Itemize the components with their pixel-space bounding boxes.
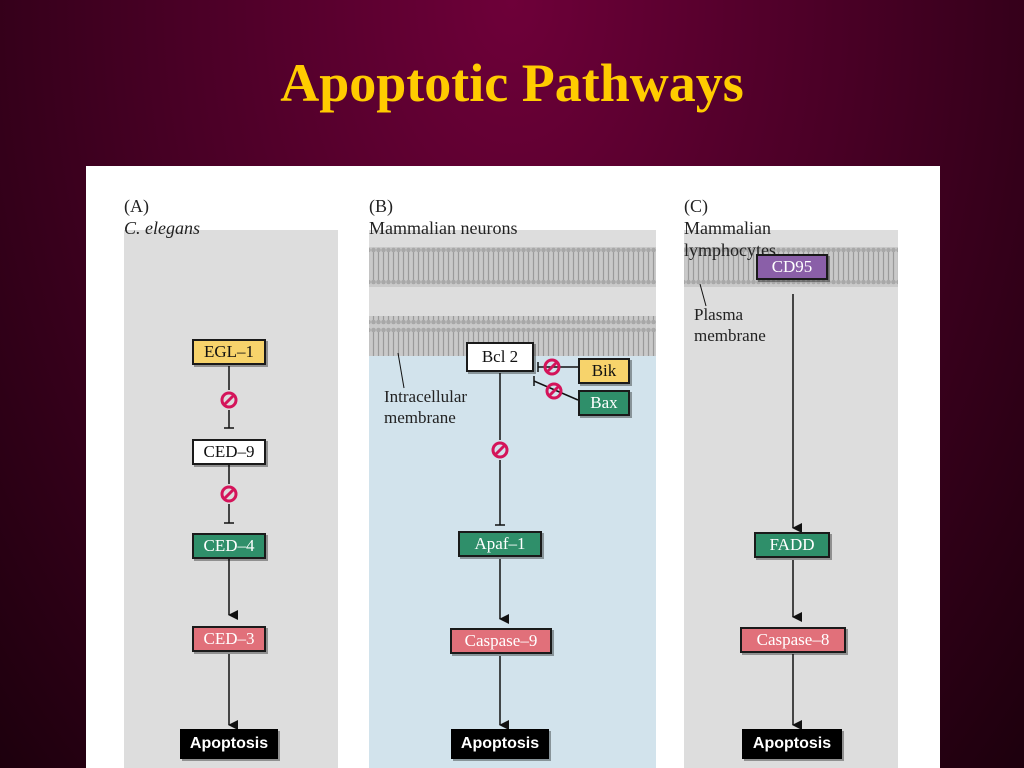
node-cd95: CD95 (756, 254, 828, 280)
node-apoptosis-c: Apoptosis (742, 729, 842, 759)
node-apoptosis-a: Apoptosis (180, 729, 278, 759)
b-membrane-leader-line (397, 352, 405, 389)
panel-a-organism: C. elegans (124, 218, 200, 238)
panel-a-background (124, 230, 338, 768)
plasma-membrane-label: Plasma membrane (694, 305, 766, 345)
a-inhibitor-symbol-2 (220, 485, 238, 503)
panel-c-letter: (C) (684, 196, 708, 216)
panel-b-outer-membrane (369, 247, 656, 287)
b-bik-inhibitor-symbol (543, 358, 561, 376)
panel-c-background (684, 230, 898, 768)
panel-b-middle-gray-region (369, 287, 656, 317)
node-bax: Bax (578, 390, 630, 416)
node-bik: Bik (578, 358, 630, 384)
panel-b-letter: (B) (369, 196, 393, 216)
b-bax-inhibitor-symbol (545, 382, 563, 400)
pathway-diagram-canvas (124, 230, 898, 768)
node-caspase8: Caspase–8 (740, 627, 846, 653)
panel-b-upper-gray-region (369, 230, 656, 247)
node-caspase9: Caspase–9 (450, 628, 552, 654)
a-inhibitor-symbol-1 (220, 391, 238, 409)
node-apaf1: Apaf–1 (458, 531, 542, 557)
node-ced9: CED–9 (192, 439, 266, 465)
panel-a-title: (A) C. elegans (124, 173, 200, 239)
node-egl1: EGL–1 (192, 339, 266, 365)
panel-b-title: (B) Mammalian neurons (369, 173, 517, 239)
panel-c-organism: Mammalian lymphocytes (684, 218, 776, 260)
node-ced4: CED–4 (192, 533, 266, 559)
c-membrane-leader-line (699, 283, 707, 307)
panel-a-letter: (A) (124, 196, 149, 216)
node-ced3: CED–3 (192, 626, 266, 652)
b-inhibitor-symbol (491, 441, 509, 459)
node-bcl2: Bcl 2 (466, 342, 534, 372)
node-apoptosis-b: Apoptosis (451, 729, 549, 759)
panel-b-organism: Mammalian neurons (369, 218, 518, 238)
intracellular-membrane-label: Intracellular membrane (384, 387, 468, 427)
node-fadd: FADD (754, 532, 830, 558)
pathway-figure: (A) C. elegans (B) Mammalian neurons (C)… (86, 166, 940, 768)
panel-c-title: (C) Mammalian lymphocytes (684, 173, 776, 261)
slide-title: Apoptotic Pathways (280, 53, 744, 113)
